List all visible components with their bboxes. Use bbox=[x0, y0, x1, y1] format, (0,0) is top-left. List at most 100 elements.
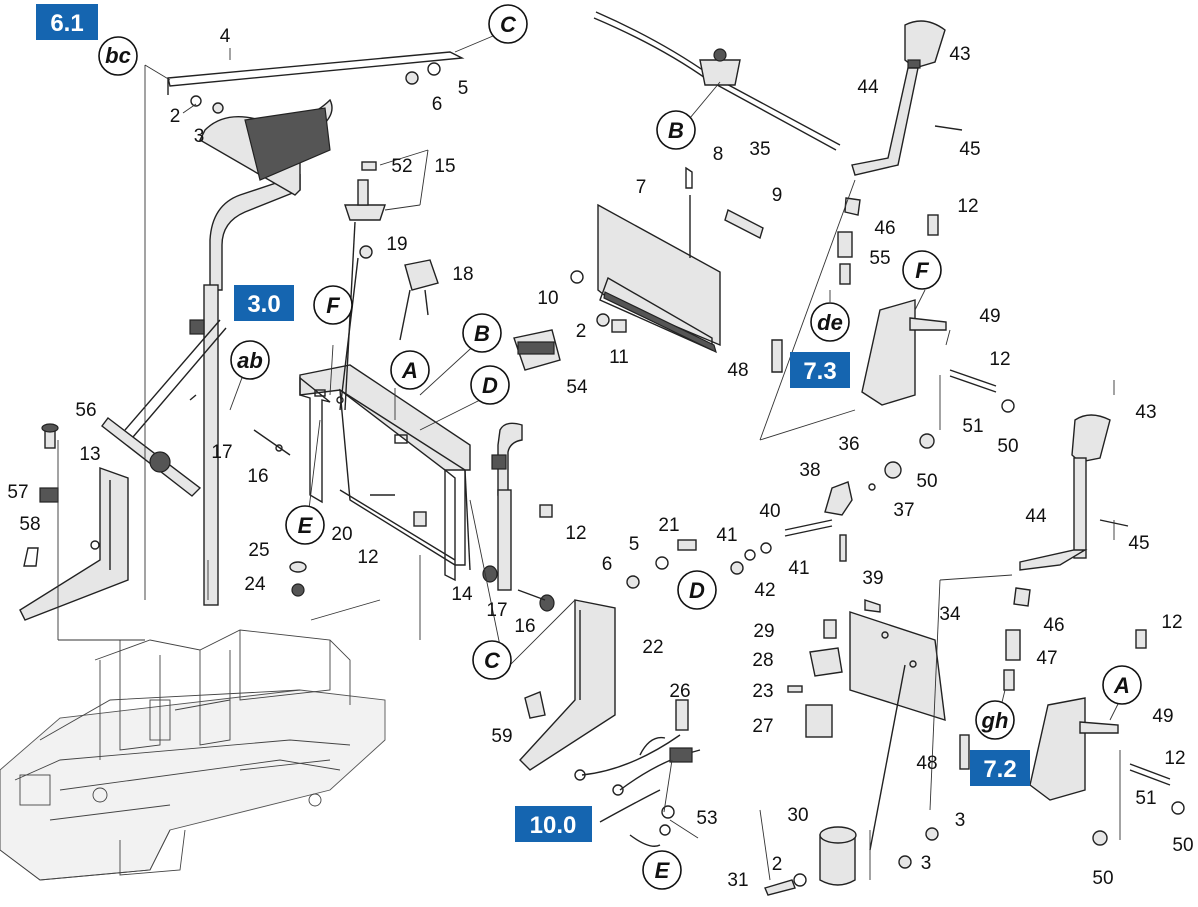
handle-bar-assembly bbox=[101, 98, 333, 606]
mid-hardware bbox=[626, 461, 902, 589]
part-number: 40 bbox=[759, 501, 780, 522]
callout-f-left: F bbox=[313, 285, 353, 325]
part-number: 6 bbox=[432, 94, 443, 115]
panel-13 bbox=[19, 423, 129, 621]
part-number: 51 bbox=[1135, 788, 1156, 809]
part-number: 44 bbox=[1025, 506, 1047, 527]
callout-bc: bc bbox=[98, 36, 138, 76]
part-number: 48 bbox=[916, 753, 937, 774]
svg-text:7.2: 7.2 bbox=[983, 756, 1016, 783]
part-number: 5 bbox=[458, 78, 469, 99]
part-number: 34 bbox=[939, 604, 961, 625]
part-number: 58 bbox=[19, 514, 40, 535]
part-number: 55 bbox=[869, 248, 890, 269]
svg-text:C: C bbox=[500, 12, 517, 37]
part-number: 43 bbox=[949, 44, 970, 65]
part-number: 8 bbox=[713, 144, 724, 165]
svg-text:F: F bbox=[326, 293, 340, 318]
part-number: 37 bbox=[893, 500, 914, 521]
part-18 bbox=[399, 259, 439, 341]
cover-7 bbox=[513, 166, 764, 371]
part-number: 54 bbox=[566, 377, 588, 398]
part-number: 10 bbox=[537, 288, 558, 309]
part-number: 41 bbox=[716, 525, 737, 546]
part-number: 41 bbox=[788, 558, 809, 579]
part-number: 47 bbox=[1036, 648, 1057, 669]
section-tag-7-3: 7.3 bbox=[790, 352, 850, 388]
part-number: 45 bbox=[1128, 533, 1149, 554]
frame-20 bbox=[299, 364, 471, 582]
part-number: 26 bbox=[669, 681, 690, 702]
svg-text:C: C bbox=[484, 648, 501, 673]
part-number: 25 bbox=[248, 540, 269, 561]
part-number: 48 bbox=[727, 360, 748, 381]
part-number: 22 bbox=[642, 637, 663, 658]
part-number: 3 bbox=[194, 126, 205, 147]
shifter-lower bbox=[959, 414, 1185, 846]
part-number: 3 bbox=[955, 810, 966, 831]
part-number: 50 bbox=[916, 471, 937, 492]
part-number: 27 bbox=[752, 716, 773, 737]
svg-text:E: E bbox=[655, 858, 671, 883]
wiring-harness bbox=[574, 699, 701, 847]
part-number: 12 bbox=[1161, 612, 1182, 633]
callout-c-bottom: C bbox=[472, 640, 512, 680]
callout-a-mid: A bbox=[390, 350, 430, 390]
part-number: 20 bbox=[331, 524, 352, 545]
part-number: 12 bbox=[357, 547, 378, 568]
part-number: 12 bbox=[1164, 748, 1185, 769]
part-number: 21 bbox=[658, 515, 679, 536]
section-tag-7-2: 7.2 bbox=[970, 750, 1030, 786]
part-number: 6 bbox=[602, 554, 613, 575]
part-number: 29 bbox=[753, 621, 774, 642]
section-tag-3-0: 3.0 bbox=[234, 285, 294, 321]
rod-4 bbox=[167, 51, 465, 95]
part-number: 16 bbox=[247, 466, 268, 487]
callout-e-left: E bbox=[285, 505, 325, 545]
callout-de: de bbox=[810, 302, 850, 342]
part-number: 19 bbox=[386, 234, 407, 255]
section-tags: 6.1 3.0 7.3 10.0 7.2 bbox=[36, 4, 1030, 842]
part-number: 2 bbox=[772, 854, 783, 875]
callout-e-bottom: E bbox=[642, 850, 682, 890]
part-number: 43 bbox=[1135, 402, 1156, 423]
part-number: 45 bbox=[959, 139, 980, 160]
part-number: 44 bbox=[857, 77, 879, 98]
top-hardware bbox=[190, 62, 441, 114]
svg-text:F: F bbox=[915, 258, 929, 283]
svg-text:6.1: 6.1 bbox=[50, 10, 83, 37]
part-number: 35 bbox=[749, 139, 770, 160]
callout-d-bottom: D bbox=[677, 570, 717, 610]
svg-text:D: D bbox=[482, 373, 498, 398]
callout-d-mid: D bbox=[470, 365, 510, 405]
part-number: 31 bbox=[727, 870, 748, 891]
part-number: 5 bbox=[629, 534, 640, 555]
part-number: 28 bbox=[752, 650, 773, 671]
svg-text:7.3: 7.3 bbox=[803, 358, 836, 385]
part-number: 23 bbox=[752, 681, 773, 702]
part-number: 16 bbox=[514, 616, 535, 637]
leader-lines bbox=[57, 35, 1121, 881]
part-number: 17 bbox=[486, 600, 507, 621]
part-number: 14 bbox=[451, 584, 473, 605]
section-tag-10-0: 10.0 bbox=[515, 806, 592, 842]
callout-b-top: B bbox=[656, 110, 696, 150]
svg-text:gh: gh bbox=[981, 708, 1009, 733]
svg-text:bc: bc bbox=[105, 43, 131, 68]
shifter-upper bbox=[771, 20, 1015, 449]
part-number: 18 bbox=[452, 264, 473, 285]
part-number: 57 bbox=[7, 482, 28, 503]
svg-text:A: A bbox=[1113, 673, 1130, 698]
part-number: 4 bbox=[220, 26, 231, 47]
callout-b-mid: B bbox=[462, 313, 502, 353]
part-number: 3 bbox=[921, 853, 932, 874]
cable-35 bbox=[593, 11, 841, 151]
part-number: 9 bbox=[772, 185, 783, 206]
part-number: 11 bbox=[609, 347, 629, 368]
part-number: 49 bbox=[979, 306, 1000, 327]
svg-text:A: A bbox=[401, 358, 418, 383]
part-number: 51 bbox=[962, 416, 983, 437]
part-number: 7 bbox=[636, 177, 647, 198]
callout-gh: gh bbox=[975, 700, 1015, 740]
